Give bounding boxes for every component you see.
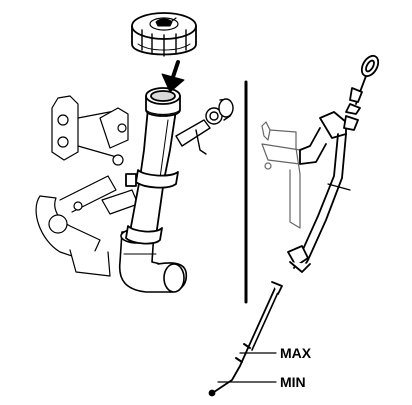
dipstick-icon xyxy=(208,54,380,397)
oil-filler-assembly xyxy=(35,12,234,293)
max-label: MAX xyxy=(280,345,312,361)
min-label: MIN xyxy=(280,374,306,390)
dipstick-bracket xyxy=(261,121,301,229)
dipstick-assembly: MAX MIN xyxy=(208,54,380,397)
down-arrow-icon xyxy=(161,60,185,93)
engine-bracket xyxy=(35,95,139,277)
filler-tube xyxy=(125,87,181,245)
filler-cap-icon xyxy=(131,12,197,57)
breather-valve xyxy=(175,98,234,155)
dipstick-guide-tube xyxy=(287,111,351,273)
